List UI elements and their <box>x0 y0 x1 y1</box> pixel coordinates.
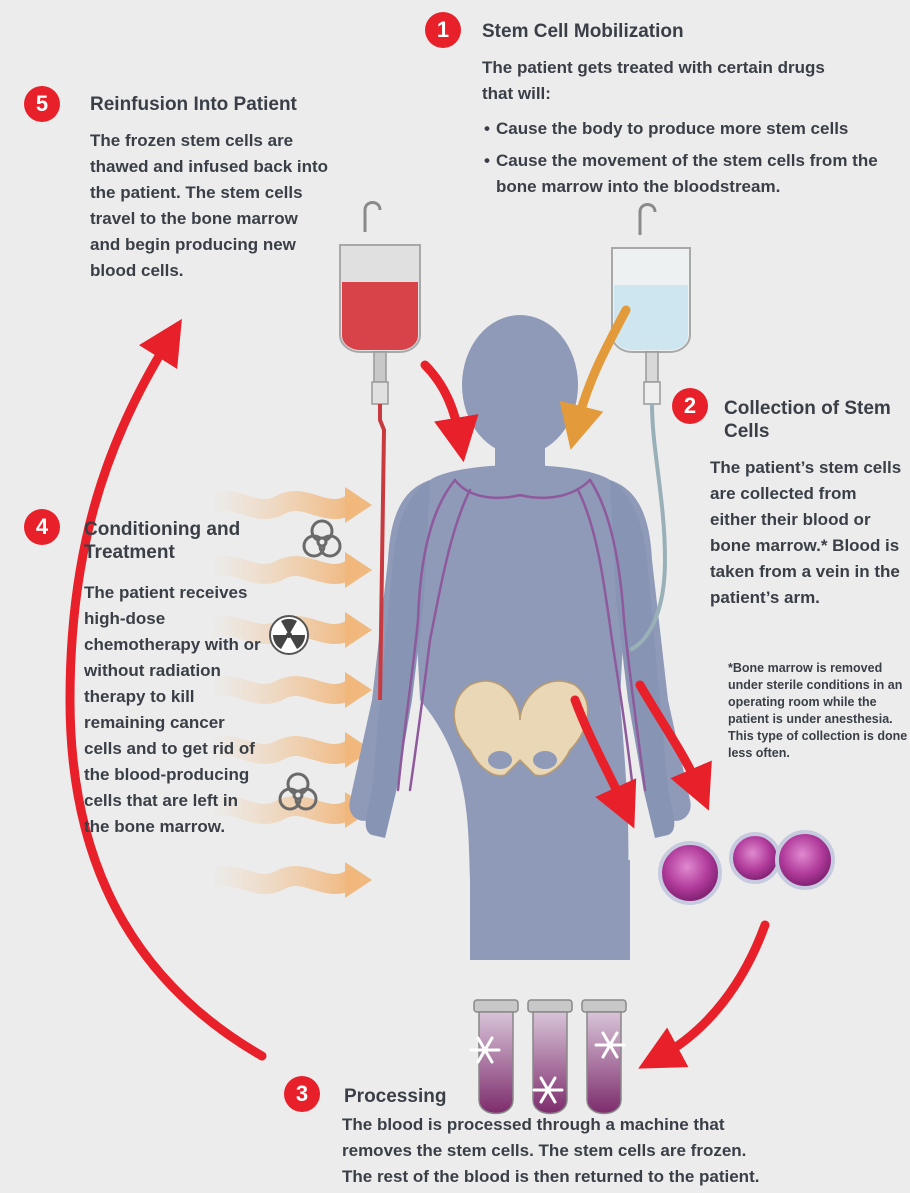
step-5-body: The frozen stem cells are thawed and inf… <box>90 128 330 284</box>
bullet-item: Cause the movement of the stem cells fro… <box>482 148 902 200</box>
step-3-title: Processing <box>344 1085 446 1108</box>
step-badge-3: 3 <box>284 1076 320 1112</box>
step-2-body: The patient’s stem cells are collected f… <box>710 455 905 611</box>
step-2-title: Collection of Stem Cells <box>724 397 894 443</box>
arrow-cells-to-tubes <box>658 925 765 1058</box>
step-5-title: Reinfusion Into Patient <box>90 93 297 116</box>
arrow-bag-to-body <box>425 365 460 440</box>
step-badge-5: 5 <box>24 86 60 122</box>
test-tube <box>528 1000 572 1114</box>
patient-body <box>349 315 690 960</box>
stem-cells <box>660 832 833 903</box>
radiation-icon <box>270 616 308 654</box>
wave-arrow <box>210 862 372 898</box>
bullet-item: Cause the body to produce more stem cell… <box>482 116 902 142</box>
step-2-footnote: *Bone marrow is removed under sterile co… <box>728 660 908 762</box>
biohazard-icon <box>304 521 340 556</box>
step-badge-2: 2 <box>672 388 708 424</box>
step-4-body: The patient receives high-dose chemother… <box>84 580 264 840</box>
step-badge-4: 4 <box>24 509 60 545</box>
step-3-body: The blood is processed through a machine… <box>342 1112 762 1190</box>
step-badge-1: 1 <box>425 12 461 48</box>
step-1-intro: The patient gets treated with certain dr… <box>482 55 832 107</box>
step-1-title: Stem Cell Mobilization <box>482 20 684 43</box>
step-4-title: Conditioning and Treatment <box>84 518 254 564</box>
arrow-mobilization-to-body <box>576 310 626 428</box>
step-1-bullets: Cause the body to produce more stem cell… <box>482 116 902 206</box>
